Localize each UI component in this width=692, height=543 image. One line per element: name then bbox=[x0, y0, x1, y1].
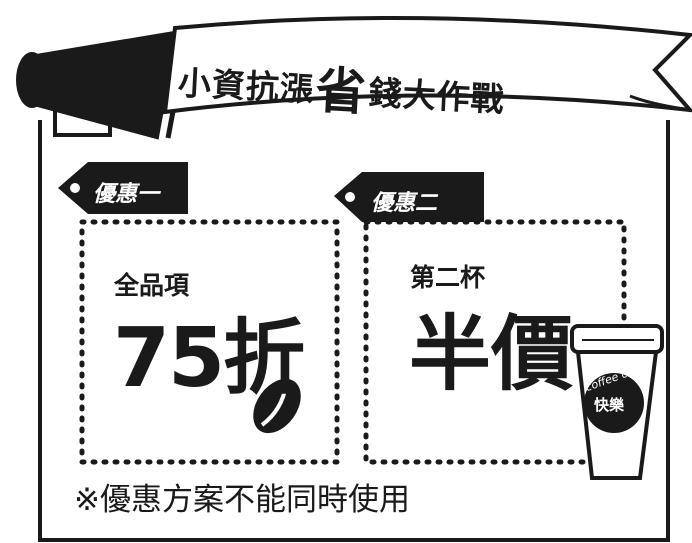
title-part-1: 小資抗漲 bbox=[177, 63, 315, 110]
offer-tag-2: 優惠二 bbox=[371, 191, 438, 216]
offer-main-1: 75折 bbox=[113, 311, 305, 406]
offer-subtitle-2: 第二杯 bbox=[410, 263, 486, 292]
cup-name-label: 快樂 bbox=[594, 396, 625, 414]
tag-shape-1 bbox=[58, 162, 188, 214]
offer-main-2: 半價 bbox=[409, 307, 574, 402]
coffee-cup-icon bbox=[570, 324, 664, 480]
tag-shape-2 bbox=[334, 172, 484, 222]
title-emphasis: 省 bbox=[314, 61, 369, 122]
coffee-bean-icon bbox=[253, 378, 301, 434]
offer-tag-1: 優惠一 bbox=[93, 182, 160, 207]
footnote: ※優惠方案不能同時使用 bbox=[74, 482, 410, 518]
flyer-frame bbox=[38, 120, 670, 542]
title-banner bbox=[162, 16, 692, 115]
offer-subtitle-1: 全品項 bbox=[114, 271, 190, 300]
title-part-2: 錢大作戰 bbox=[367, 73, 506, 120]
offer-box-1 bbox=[79, 219, 340, 465]
